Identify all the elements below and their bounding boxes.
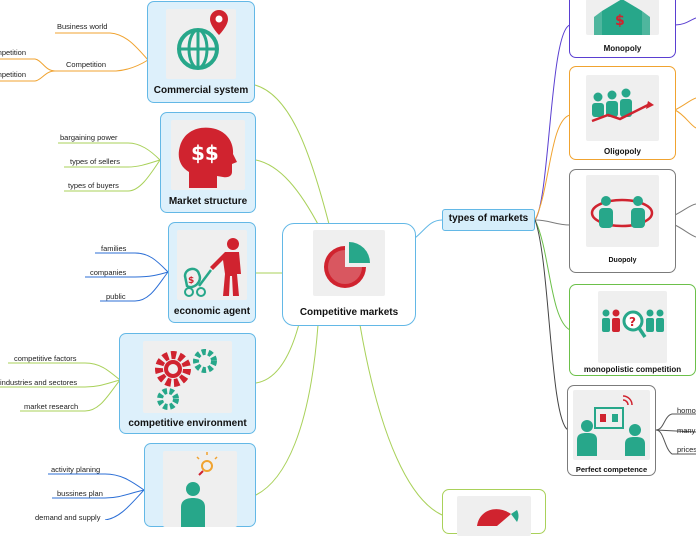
leaf-types-of-sellers[interactable]: types of sellers [70,157,121,166]
leaf-competition[interactable]: Competition [66,60,107,69]
svg-text:$$: $$ [191,141,219,165]
perfect-competence-label: Perfect competence [575,465,648,474]
connection-lines [0,17,696,520]
economic-agent-label: economic agent [173,306,251,317]
leaf-companies[interactable]: companies [90,268,127,277]
planning-node[interactable] [144,443,256,527]
perfect-competence-image [573,390,650,460]
leaf-bussines-plan[interactable]: bussines plan [57,489,103,498]
leaf-competition-sub-1[interactable]: Competition [0,48,27,57]
central-label: Competitive markets [299,307,399,318]
commercial-system-label: Commercial system [153,85,249,96]
market-structure-node[interactable]: $$ Market structure [160,112,256,213]
oligopoly-image [586,75,659,141]
gears-icon [155,349,217,410]
head-dollar-icon: $$ [178,127,237,188]
oligopoly-label: Oligopoly [604,147,641,156]
person-money-cart-icon: $ [183,238,241,297]
economic-agent-node[interactable]: $ economic agent [168,222,256,323]
leaf-prices[interactable]: prices [677,445,696,454]
house-dollar-icon: $ [594,0,650,35]
branch-environment [255,319,301,384]
leaf-bargaining-power[interactable]: bargaining power [60,133,118,142]
central-image [313,230,385,296]
commercial-image [166,9,236,79]
leaf-demand-and-supply[interactable]: demand and supply [35,513,101,522]
people-growth-icon [591,88,654,123]
bottom-partial-image [457,496,531,536]
leaf-competition-sub-2[interactable]: Competition [0,70,27,79]
duopoly-label: Duopoly [608,257,637,264]
leaf-families[interactable]: families [101,244,127,253]
monopoly-label: Monopoly [603,44,642,53]
leaf-many[interactable]: many [677,426,696,435]
branch-structure [255,159,321,229]
people-question-icon: ? [602,309,664,338]
pie-chart-icon [324,242,370,288]
central-node[interactable]: Competitive markets [282,223,416,326]
market-structure-label: Market structure [168,196,248,207]
monopolistic-competition-label: monopolistic competition [583,365,682,374]
branch-planning [255,324,319,496]
types-of-markets-node[interactable]: types of markets [442,209,535,231]
people-screen-icon [577,395,645,456]
duopoly-image [586,175,659,247]
monopolistic-image: ? [598,291,667,363]
branch-bottom [359,324,443,516]
leaf-homo[interactable]: homo [677,406,696,415]
competitive-environment-label: competitive environment [128,418,247,429]
leaf-competitive-factors[interactable]: competitive factors [14,354,77,363]
perfect-competence-node[interactable]: Perfect competence [567,385,656,476]
bottom-partial-node[interactable] [442,489,546,536]
competitive-environment-image [143,341,232,413]
partial-chart-icon [477,509,519,526]
person-idea-icon [181,452,218,527]
svg-text:$: $ [188,276,194,286]
leaf-activity-planing[interactable]: activity planing [51,465,101,474]
svg-text:?: ? [629,315,636,329]
planning-image [163,451,237,527]
leaf-business-world[interactable]: Business world [57,22,108,31]
monopolistic-competition-node[interactable]: ? monopolistic competition [569,284,696,376]
commercial-system-node[interactable]: Commercial system [147,1,255,103]
duopoly-node[interactable]: Duopoly [569,169,676,273]
monopoly-image: $ [586,0,659,35]
svg-text:$: $ [615,13,625,29]
globe-pin-icon [177,10,228,70]
branch-commercial [254,84,331,229]
oligopoly-node[interactable]: Oligopoly [569,66,676,160]
monopoly-node[interactable]: $ Monopoly [569,0,676,58]
economic-agent-image: $ [177,230,247,300]
market-structure-image: $$ [171,120,245,190]
competitive-environment-node[interactable]: competitive environment [119,333,256,434]
branch-types [414,219,443,239]
leaf-types-of-buyers[interactable]: types of buyers [68,181,119,190]
leaf-market-research[interactable]: market research [24,402,79,411]
leaf-industries-and-sectores[interactable]: industries and sectores [0,378,78,387]
leaf-public[interactable]: public [106,292,126,301]
two-people-icon [590,196,654,228]
